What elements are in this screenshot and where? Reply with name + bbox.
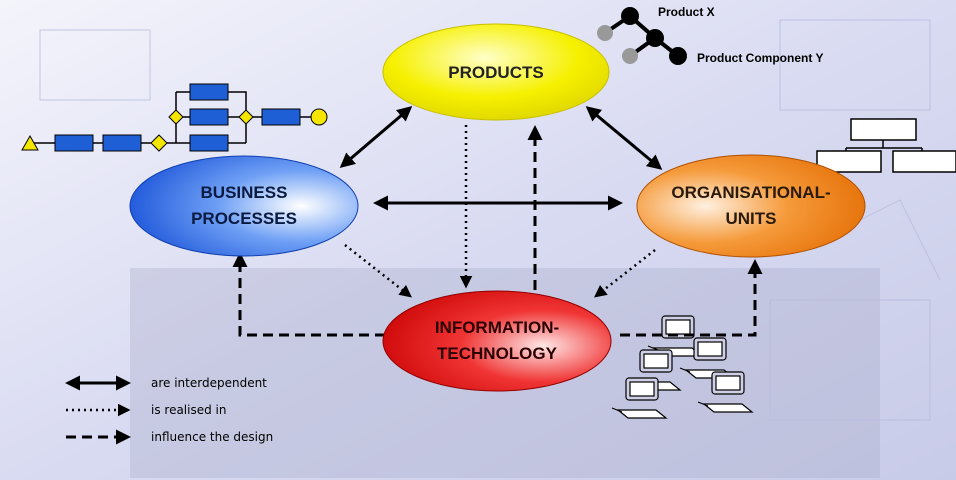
start-triangle — [21, 134, 39, 151]
process-box — [261, 108, 301, 126]
split-diamond — [168, 109, 184, 125]
process-box — [54, 134, 94, 152]
legend-realised-label: is realised in — [151, 403, 226, 417]
interdependent-connectors — [339, 106, 663, 211]
process-box — [189, 83, 229, 101]
org-chart-icon — [816, 118, 956, 173]
organisational-units-label-line2: UNITS — [726, 209, 777, 228]
org-it-dotted-arrow — [594, 249, 656, 298]
component-node — [669, 47, 687, 65]
product-tree-icon — [597, 7, 687, 65]
products-label: PRODUCTS — [448, 63, 543, 82]
it-business-dashed-arrow — [232, 252, 385, 337]
legend: are interdependent is realised in influe… — [65, 375, 273, 445]
product-node — [621, 7, 639, 25]
business-processes-label-line1: BUSINESS — [201, 183, 288, 202]
product-x-label: Product X — [658, 5, 715, 19]
join-diamond — [238, 109, 254, 125]
process-chain-icon — [21, 83, 328, 152]
decision-diamond — [150, 134, 168, 152]
it-org-dashed-arrow — [620, 259, 763, 337]
legend-influence-label: influence the design — [151, 430, 273, 444]
business-it-dotted-arrow — [344, 244, 412, 298]
information-technology-label-line2: TECHNOLOGY — [437, 344, 558, 363]
process-box — [189, 134, 229, 152]
products-org-arrow — [585, 106, 663, 170]
organisational-units-node: ORGANISATIONAL- UNITS — [636, 154, 866, 258]
realised-connectors — [344, 125, 656, 298]
product-node — [646, 29, 664, 47]
business-processes-node: BUSINESS PROCESSES — [129, 155, 359, 257]
products-node: PRODUCTS — [382, 23, 610, 121]
end-circle — [310, 108, 328, 126]
influence-connectors — [232, 125, 763, 337]
products-business-arrow — [339, 106, 413, 168]
information-technology-node: INFORMATION- TECHNOLOGY — [382, 290, 612, 392]
process-box — [102, 134, 142, 152]
information-technology-label-line1: INFORMATION- — [435, 318, 559, 337]
product-component-y-label: Product Component Y — [697, 51, 823, 65]
organisational-units-label-line1: ORGANISATIONAL- — [671, 183, 830, 202]
legend-interdependent-label: are interdependent — [151, 376, 267, 390]
computer-network-icon — [611, 315, 754, 419]
business-processes-label-line2: PROCESSES — [191, 209, 297, 228]
process-box — [189, 108, 229, 126]
